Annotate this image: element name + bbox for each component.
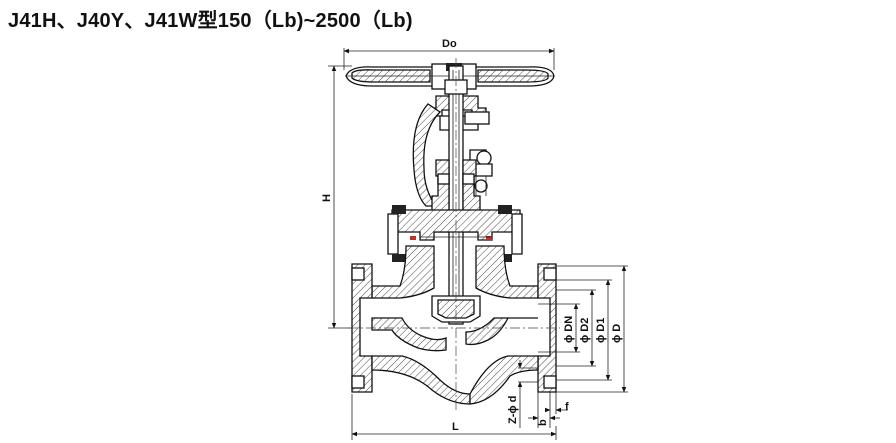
d2-label: ϕ D2 [579,318,591,343]
b-label: b [537,419,549,426]
f-label: f [565,401,569,413]
do-dimension: Do [343,38,555,70]
page-title: J41H、J40Y、J41W型150（Lb)~2500（Lb) [8,10,413,32]
d1-label: ϕ D1 [595,318,607,343]
do-label: Do [442,38,457,50]
dn-label: ϕ DN [563,316,575,343]
bolt-hole-dimensions: Z-ϕ d b f [507,360,569,428]
d-label: ϕ D [611,324,623,343]
h-dimension: H [321,65,352,329]
l-dimension: L [351,394,557,440]
l-label: L [452,421,459,433]
h-label: H [321,194,333,202]
diameter-dimensions: ϕ DN ϕ D2 ϕ D1 ϕ D [538,265,628,393]
z-d-label: Z-ϕ d [507,396,519,424]
